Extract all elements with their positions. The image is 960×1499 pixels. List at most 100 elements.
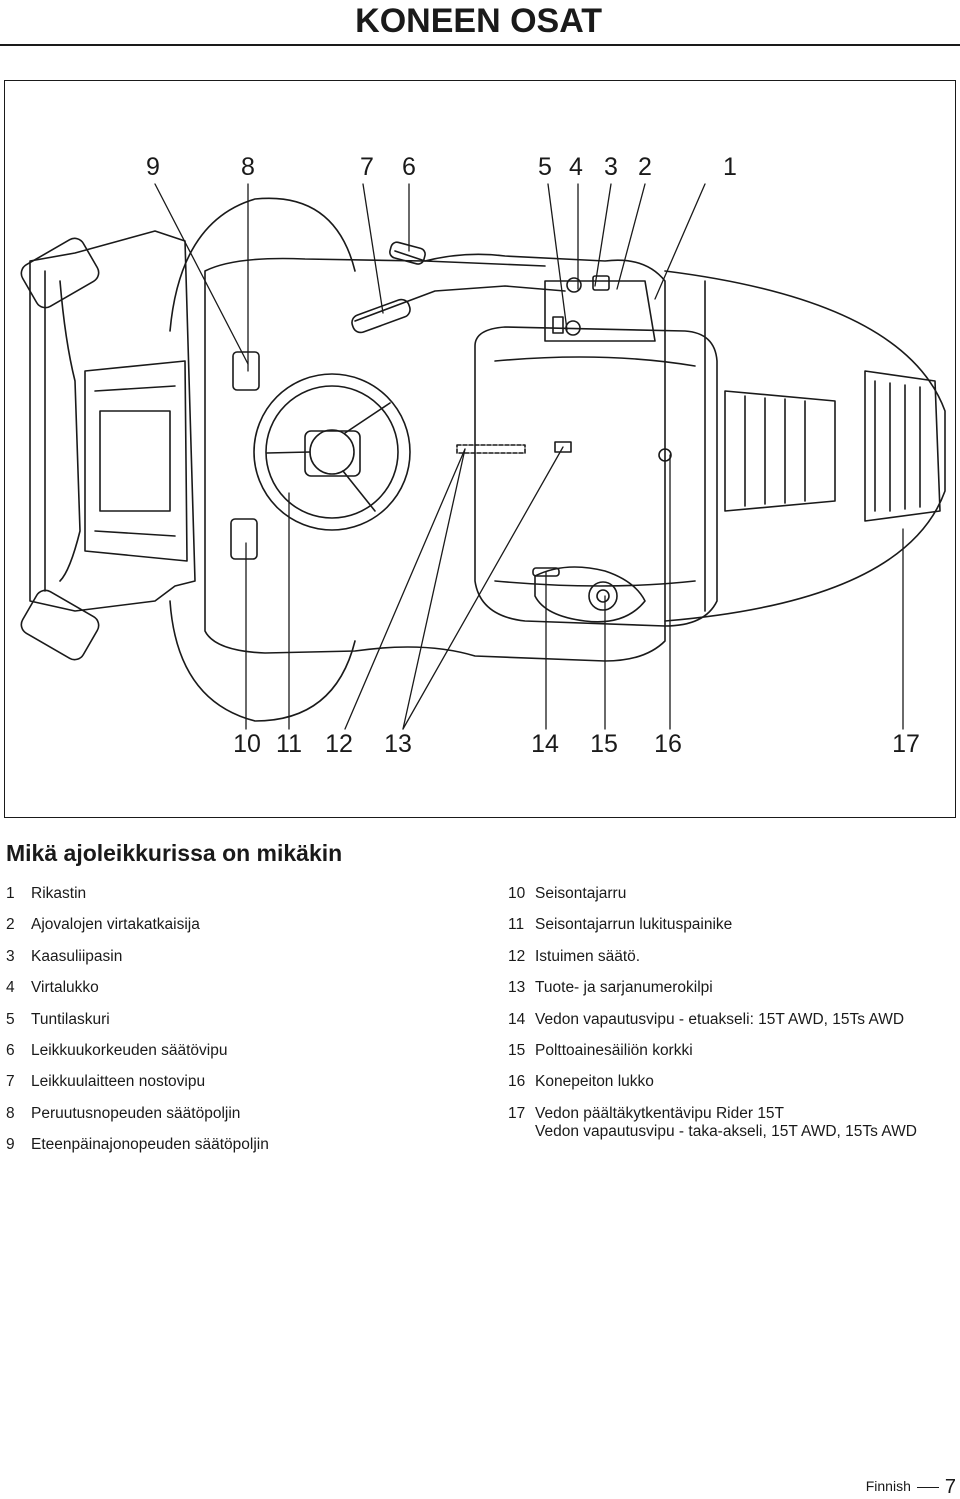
- mower-top-view-drawing: 9 8 7 6 5 4 3 2 1 10 11 12 13 14 15 16 1…: [20, 153, 946, 758]
- cutting-height-lever: [394, 250, 546, 267]
- list-item: 4 Virtalukko: [6, 979, 446, 1010]
- item-label-line2: Vedon vapautusvipu - taka-akseli, 15T AW…: [535, 1122, 917, 1140]
- item-number: 16: [508, 1073, 526, 1091]
- reverse-pedal: [230, 518, 258, 560]
- list-item: 8 Peruutusnopeuden säätöpoljin: [6, 1105, 446, 1136]
- item-label: Polttoainesäiliön korkki: [535, 1041, 693, 1059]
- item-label: Leikkuukorkeuden säätövipu: [31, 1041, 228, 1059]
- title-rule: [0, 44, 960, 46]
- callout-3: 3: [604, 153, 618, 181]
- item-label-line1: Vedon päältäkytkentävipu Rider 15T: [535, 1104, 785, 1122]
- front-frame: [29, 230, 196, 612]
- serial-plate: [554, 441, 572, 453]
- hood-grille: [864, 370, 941, 522]
- front-wheel-top: [20, 237, 100, 309]
- callout-15: 15: [590, 730, 618, 758]
- item-label: Peruutusnopeuden säätöpoljin: [31, 1104, 241, 1122]
- item-label: Ajovalojen virtakatkaisija: [31, 916, 200, 934]
- callout-7: 7: [360, 153, 374, 181]
- seat: [474, 326, 718, 627]
- light-switch: [592, 275, 610, 291]
- item-label: Seisontajarru: [535, 885, 627, 902]
- callout-11: 11: [276, 730, 302, 758]
- callout-13: 13: [384, 730, 412, 758]
- callout-numbers-bottom: 10 11 12 13 14 15 16 17: [233, 730, 920, 758]
- callout-5: 5: [538, 153, 552, 181]
- chassis-body: [204, 253, 666, 662]
- list-item: 6 Leikkuukorkeuden säätövipu: [6, 1042, 446, 1073]
- list-item: 10 Seisontajarru: [508, 885, 958, 916]
- item-number: 7: [6, 1073, 15, 1091]
- list-item: 3 Kaasuliipasin: [6, 948, 446, 979]
- callout-1: 1: [723, 153, 737, 181]
- hood-lock: [658, 448, 672, 462]
- item-number: 4: [6, 979, 15, 997]
- page-number: 7: [944, 1476, 956, 1498]
- ignition: [565, 320, 581, 336]
- fuel-cap: [588, 581, 618, 611]
- item-number: 12: [508, 947, 526, 965]
- item-label: Eteenpäinajonopeuden säätöpoljin: [31, 1136, 269, 1154]
- item-label: Vedon vapautusvipu - etuakseli: 15T AWD,…: [535, 1010, 905, 1028]
- item-number: 2: [6, 916, 15, 934]
- item-label: Rikastin: [31, 885, 87, 902]
- hour-meter: [552, 316, 564, 334]
- list-item: 1 Rikastin: [6, 885, 446, 916]
- callout-16: 16: [654, 730, 682, 758]
- item-number: 14: [508, 1010, 526, 1028]
- list-item: 5 Tuntilaskuri: [6, 1011, 446, 1042]
- callout-6: 6: [402, 153, 416, 181]
- page-title: KONEEN OSAT: [355, 2, 602, 40]
- item-number: 9: [6, 1136, 15, 1154]
- list-item: 15 Polttoainesäiliön korkki: [508, 1042, 958, 1073]
- item-number: 15: [508, 1041, 526, 1059]
- engine-hood: [664, 270, 946, 622]
- deck-disc-bottom: [169, 600, 356, 722]
- mower-diagram-figure: 9 8 7 6 5 4 3 2 1 10 11 12 13 14 15 16 1…: [4, 80, 956, 818]
- forward-pedal: [232, 351, 260, 391]
- list-item: 9 Eteenpäinajonopeuden säätöpoljin: [6, 1136, 446, 1167]
- callout-2: 2: [638, 153, 652, 181]
- callout-9: 9: [146, 153, 160, 181]
- callout-numbers-top: 9 8 7 6 5 4 3 2 1: [146, 153, 737, 181]
- list-item: 12 Istuimen säätö.: [508, 948, 958, 979]
- seat-adjust: [456, 444, 526, 454]
- item-number: 13: [508, 979, 526, 997]
- item-number: 11: [508, 916, 525, 934]
- callout-10: 10: [233, 730, 261, 758]
- item-label: Tuote- ja sarjanumerokilpi: [535, 979, 713, 997]
- item-number: 6: [6, 1041, 15, 1059]
- item-number: 3: [6, 947, 15, 965]
- item-number: 10: [508, 885, 526, 902]
- item-label: Virtalukko: [31, 979, 99, 997]
- item-label: Tuntilaskuri: [31, 1010, 110, 1028]
- list-item: 16 Konepeiton lukko: [508, 1073, 958, 1104]
- footer-dash: [916, 1486, 939, 1489]
- dashboard: [544, 280, 656, 342]
- steering-wheel: [253, 373, 411, 531]
- list-item: 14 Vedon vapautusvipu - etuakseli: 15T AW…: [508, 1011, 958, 1042]
- list-item: 7 Leikkuulaitteen nostovipu: [6, 1073, 446, 1104]
- item-label: Istuimen säätö.: [535, 947, 641, 965]
- item-number: 17: [508, 1104, 526, 1122]
- callout-4: 4: [569, 153, 583, 181]
- item-number: 5: [6, 1010, 15, 1028]
- section-heading: Mikä ajoleikkurissa on mikäkin: [6, 840, 343, 866]
- callout-17: 17: [892, 730, 920, 758]
- item-label: Leikkuulaitteen nostovipu: [31, 1073, 206, 1091]
- deck-lift-lever: [354, 285, 566, 322]
- item-label: Kaasuliipasin: [31, 947, 123, 965]
- item-label: Konepeiton lukko: [535, 1073, 654, 1091]
- deck-disc-top: [169, 197, 356, 332]
- choke-knob: [566, 277, 582, 293]
- callout-8: 8: [241, 153, 255, 181]
- list-item: 2 Ajovalojen virtakatkaisija: [6, 916, 446, 947]
- item-number: 8: [6, 1104, 15, 1122]
- item-number: 1: [6, 885, 15, 902]
